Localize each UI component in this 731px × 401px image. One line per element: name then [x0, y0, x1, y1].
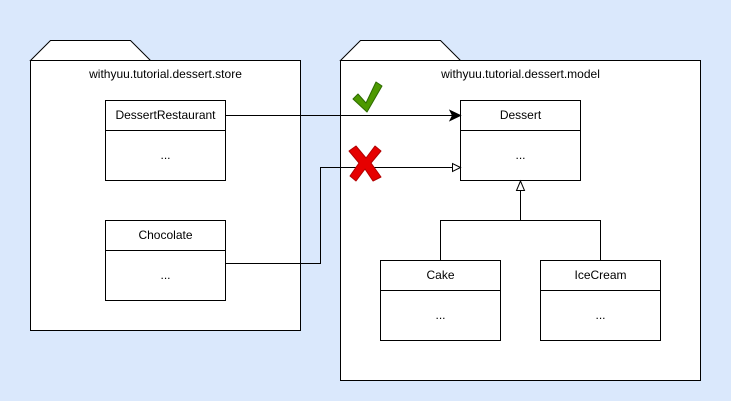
dependency-arrow-allowed[interactable]	[225, 109, 462, 122]
hollow-triangle-arrowhead	[515, 179, 526, 191]
class-dessert[interactable]: Dessert ...	[460, 100, 581, 181]
edge-line	[225, 167, 452, 264]
class-name: Chocolate	[138, 228, 192, 242]
class-box	[540, 260, 661, 341]
dependency-arrow-forbidden[interactable]	[225, 162, 462, 264]
class-box	[105, 220, 226, 301]
cross-mark-icon	[348, 145, 382, 182]
generalization-arrow[interactable]	[440, 179, 601, 261]
package-model-name: withyuu.tutorial.dessert.model	[440, 67, 600, 81]
class-dessert-restaurant[interactable]: DessertRestaurant ...	[105, 100, 226, 181]
class-body: ...	[160, 268, 170, 282]
arrowhead-open	[452, 162, 462, 173]
package-store-tab	[29, 40, 152, 61]
class-box	[105, 100, 226, 181]
class-name: Cake	[426, 268, 454, 282]
class-ice-cream[interactable]: IceCream ...	[540, 260, 661, 341]
check-mark-icon	[352, 81, 383, 113]
arrowhead-filled	[448, 109, 462, 122]
package-store-name: withyuu.tutorial.dessert.store	[88, 67, 242, 81]
package-model-tab	[339, 40, 462, 61]
class-body: ...	[435, 308, 445, 322]
class-box	[460, 100, 581, 181]
class-cake[interactable]: Cake ...	[380, 260, 501, 341]
class-name: Dessert	[500, 108, 542, 122]
class-box	[380, 260, 501, 341]
class-body: ...	[595, 308, 605, 322]
class-name: IceCream	[574, 268, 626, 282]
class-chocolate[interactable]: Chocolate ...	[105, 220, 226, 301]
class-body: ...	[160, 148, 170, 162]
class-name: DessertRestaurant	[115, 108, 216, 122]
class-body: ...	[515, 148, 525, 162]
